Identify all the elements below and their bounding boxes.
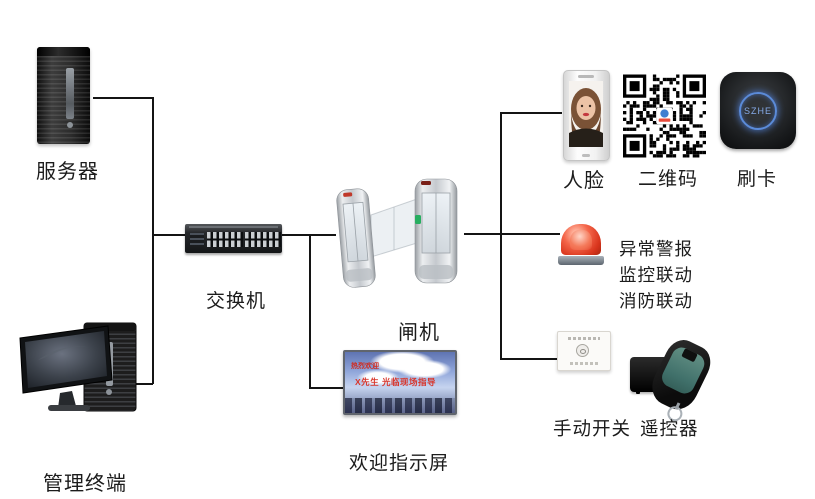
connector-to-manual-switch — [500, 358, 558, 360]
manual-switch-image — [557, 331, 611, 371]
remote-label: 遥控器 — [640, 418, 699, 439]
connector-to-welcome — [309, 387, 344, 389]
welcome-display-image: 热烈欢迎 X先生 光临现场指导 — [343, 350, 457, 415]
network-switch-image — [185, 224, 282, 253]
management-terminal-image — [18, 320, 140, 416]
face-screen — [569, 81, 603, 147]
card-reader-brand: SZHE — [743, 105, 772, 116]
face-label: 人脸 — [563, 170, 605, 192]
qr-code-pattern — [623, 74, 706, 158]
terminal-label: 管理终端 — [43, 473, 127, 495]
alarm-linkage-text: 异常警报 监控联动 消防联动 — [619, 236, 693, 314]
server-drive-bay — [66, 68, 75, 129]
switch-port-bank — [207, 232, 243, 247]
connector-server-to-bus — [93, 97, 153, 99]
switch-port-bank — [245, 232, 281, 247]
alarm-beacon-image — [558, 224, 604, 265]
qr-code-image — [623, 73, 706, 159]
terminal-graphic — [19, 322, 137, 412]
welcome-screen-line1: 热烈欢迎 — [351, 363, 379, 370]
connector-terminal-to-bus — [132, 383, 153, 385]
connector-right-bus — [500, 112, 502, 360]
welcome-screen-line2: X先生 光临现场指导 — [355, 377, 437, 387]
card-reader-ring: SZHE — [739, 91, 777, 130]
welcome-label: 欢迎指示屏 — [349, 453, 450, 474]
gate-graphic — [336, 178, 458, 288]
server-tower-image — [37, 47, 90, 144]
alarm-base — [558, 256, 604, 265]
gate-label: 闸机 — [398, 322, 440, 344]
switch-label: 交换机 — [206, 291, 267, 312]
turnstile-gate-image — [335, 173, 465, 291]
alarm-dome — [561, 224, 601, 255]
connector-gate-to-alarm — [464, 233, 560, 235]
alarm-text-line: 异常警报 — [619, 239, 693, 259]
alarm-text-line: 消防联动 — [619, 291, 693, 311]
server-label: 服务器 — [36, 161, 99, 183]
portrait-photo — [569, 81, 603, 147]
alarm-text-line: 监控联动 — [619, 265, 693, 285]
manual-switch-button — [576, 344, 589, 357]
remote-fob-image — [645, 334, 717, 424]
manual-switch-label: 手动开关 — [553, 418, 632, 439]
connector-left-bus — [152, 97, 154, 384]
switch-leds — [190, 233, 204, 245]
qr-center-logo — [656, 107, 673, 125]
connector-bus-to-switch — [152, 234, 186, 236]
qrcode-label: 二维码 — [638, 169, 699, 190]
card-reader-image: SZHE — [720, 72, 796, 149]
connector-welcome-drop — [309, 234, 311, 388]
card-label: 刷卡 — [737, 169, 778, 190]
connector-to-face — [500, 112, 562, 114]
face-recognition-device-image — [563, 70, 610, 161]
